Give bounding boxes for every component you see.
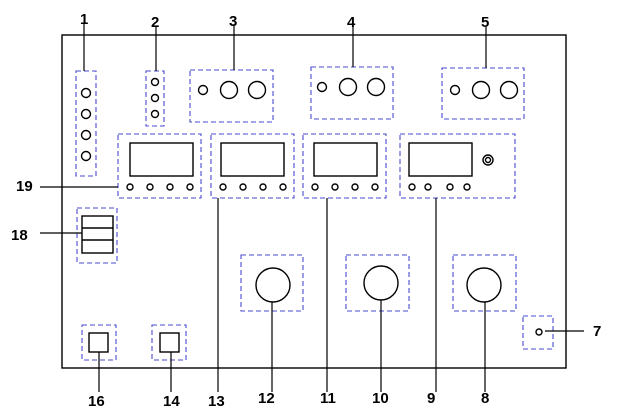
callout-label-1: 1 — [80, 11, 88, 28]
component-4-connector-group — [310, 66, 394, 120]
component-13-meter-module — [210, 133, 295, 199]
component-18-stacked-switch — [76, 207, 118, 264]
callout-label-12: 12 — [258, 390, 275, 407]
component-19-meter-module — [117, 133, 202, 199]
callout-label-5: 5 — [481, 14, 489, 31]
component-1-indicator-column — [75, 70, 97, 177]
callout-label-16: 16 — [88, 393, 105, 410]
callout-label-8: 8 — [481, 390, 489, 407]
callout-label-13: 13 — [208, 393, 225, 410]
callout-label-2: 2 — [151, 14, 159, 31]
component-7-small-jack — [522, 315, 554, 350]
component-2-indicator-column — [145, 70, 165, 127]
component-10-large-knob — [345, 254, 410, 312]
callout-label-4: 4 — [347, 14, 356, 31]
component-8-large-knob — [452, 254, 517, 312]
component-5-connector-group — [441, 67, 525, 120]
callout-label-11: 11 — [320, 390, 336, 407]
callout-label-9: 9 — [427, 390, 435, 407]
component-14-square-button — [151, 324, 187, 361]
component-11-meter-module — [302, 133, 387, 199]
callout-label-18: 18 — [11, 227, 28, 244]
callout-label-14: 14 — [163, 393, 180, 410]
front-panel-outline — [61, 34, 567, 369]
callout-label-19: 19 — [16, 178, 33, 195]
callout-label-7: 7 — [593, 323, 601, 340]
component-3-connector-group — [189, 69, 274, 123]
callout-label-10: 10 — [372, 390, 389, 407]
callout-label-3: 3 — [229, 13, 237, 30]
component-9-meter-module — [399, 133, 516, 199]
